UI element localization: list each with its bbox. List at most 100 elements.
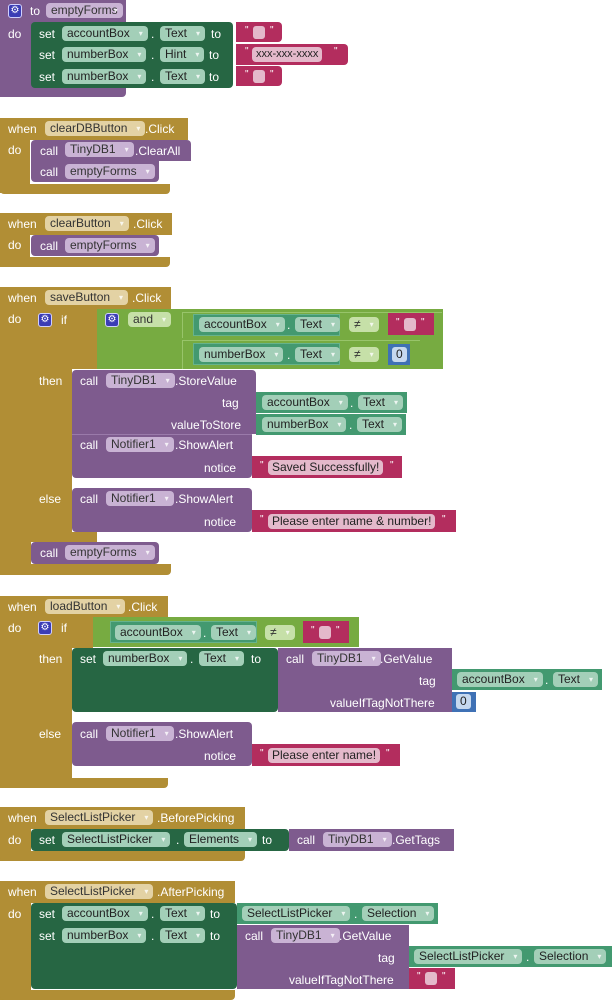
method-label: .GetTags bbox=[392, 833, 441, 847]
component-dropdown[interactable]: SelectListPicker bbox=[414, 949, 523, 964]
dot: . bbox=[545, 673, 549, 687]
property-dropdown[interactable]: Text bbox=[160, 928, 206, 943]
when-label: when bbox=[8, 122, 37, 136]
component-dropdown[interactable]: Notifier1 bbox=[106, 726, 174, 741]
component-dropdown[interactable]: accountBox bbox=[115, 625, 201, 640]
gear-icon[interactable]: ⚙ bbox=[38, 313, 52, 327]
to-label: to bbox=[262, 833, 273, 847]
tag-label: tag bbox=[419, 674, 436, 688]
component-dropdown[interactable]: accountBox bbox=[62, 906, 148, 921]
dot: . bbox=[350, 396, 354, 410]
call-label: call bbox=[286, 652, 305, 666]
do-label: do bbox=[8, 27, 22, 41]
gear-icon[interactable]: ⚙ bbox=[105, 313, 119, 327]
call-label: call bbox=[40, 546, 59, 560]
method-label: .ClearAll bbox=[135, 144, 181, 158]
property-dropdown[interactable]: Text bbox=[160, 26, 206, 41]
component-dropdown[interactable]: clearButton bbox=[45, 216, 129, 231]
dot: . bbox=[151, 70, 155, 84]
property-dropdown[interactable]: Hint bbox=[160, 47, 205, 62]
component-dropdown[interactable]: numberBox bbox=[62, 47, 147, 62]
event-label: .Click bbox=[128, 600, 158, 614]
procedure-dropdown[interactable]: emptyForms bbox=[65, 238, 155, 253]
method-label: .ShowAlert bbox=[175, 492, 234, 506]
property-dropdown[interactable]: Text bbox=[295, 347, 341, 362]
component-dropdown[interactable]: SelectListPicker bbox=[242, 906, 351, 921]
operator-dropdown[interactable]: ≠ bbox=[349, 347, 379, 362]
component-dropdown[interactable]: loadButton bbox=[45, 599, 126, 614]
property-dropdown[interactable]: Selection bbox=[362, 906, 435, 921]
set-label: set bbox=[39, 27, 56, 41]
component-dropdown[interactable]: TinyDB1 bbox=[323, 832, 392, 847]
component-dropdown[interactable]: SelectListPicker bbox=[45, 884, 154, 899]
property-dropdown[interactable]: Text bbox=[160, 69, 206, 84]
procedure-name-field[interactable]: emptyForms bbox=[46, 3, 123, 18]
gear-icon[interactable]: ⚙ bbox=[8, 4, 22, 18]
property-dropdown[interactable]: Text bbox=[357, 417, 403, 432]
text-value[interactable]: Saved Successfully! bbox=[268, 460, 384, 475]
component-dropdown[interactable]: Notifier1 bbox=[106, 491, 174, 506]
dot: . bbox=[151, 48, 155, 62]
text-value[interactable]: Please enter name! bbox=[268, 748, 381, 763]
component-dropdown[interactable]: TinyDB1 bbox=[65, 142, 134, 157]
property-dropdown[interactable]: Text bbox=[160, 906, 206, 921]
method-label: .GetValue bbox=[339, 929, 392, 943]
gear-icon[interactable]: ⚙ bbox=[38, 621, 52, 635]
event-label: .AfterPicking bbox=[157, 885, 225, 899]
operator-dropdown[interactable]: ≠ bbox=[265, 625, 295, 640]
when-label: when bbox=[8, 885, 37, 899]
component-dropdown[interactable]: accountBox bbox=[457, 672, 543, 687]
dot: . bbox=[354, 907, 358, 921]
component-dropdown[interactable]: numberBox bbox=[62, 69, 147, 84]
text-value-empty[interactable] bbox=[404, 318, 416, 331]
and-dropdown[interactable]: and bbox=[128, 312, 172, 327]
component-dropdown[interactable]: Notifier1 bbox=[106, 437, 174, 452]
component-dropdown[interactable]: numberBox bbox=[103, 651, 188, 666]
text-value[interactable]: Please enter name & number! bbox=[268, 514, 436, 529]
procedure-dropdown[interactable]: emptyForms bbox=[65, 164, 155, 179]
operator-dropdown[interactable]: ≠ bbox=[349, 317, 379, 332]
component-dropdown[interactable]: saveButton bbox=[45, 290, 129, 305]
component-dropdown[interactable]: accountBox bbox=[262, 395, 348, 410]
call-label: call bbox=[297, 833, 316, 847]
component-dropdown[interactable]: SelectListPicker bbox=[45, 810, 154, 825]
set-label: set bbox=[39, 70, 56, 84]
property-dropdown[interactable]: Text bbox=[553, 672, 599, 687]
text-value-empty[interactable] bbox=[319, 626, 331, 639]
event-label: .Click bbox=[133, 217, 163, 231]
value-if-tag-not-there-label: valueIfTagNotThere bbox=[330, 696, 435, 710]
do-label: do bbox=[8, 833, 22, 847]
number-value[interactable]: 0 bbox=[456, 694, 471, 709]
to-label: to bbox=[30, 4, 41, 18]
call-label: call bbox=[80, 492, 99, 506]
method-label: .StoreValue bbox=[175, 374, 237, 388]
component-dropdown[interactable]: accountBox bbox=[62, 26, 148, 41]
component-dropdown[interactable]: TinyDB1 bbox=[106, 373, 175, 388]
component-dropdown[interactable]: numberBox bbox=[62, 928, 147, 943]
text-value[interactable]: xxx-xxx-xxxx bbox=[252, 47, 323, 62]
component-dropdown[interactable]: TinyDB1 bbox=[312, 651, 381, 666]
set-label: set bbox=[39, 907, 56, 921]
number-value[interactable]: 0 bbox=[392, 347, 407, 362]
text-value-empty[interactable] bbox=[253, 26, 265, 39]
procedure-dropdown[interactable]: emptyForms bbox=[65, 545, 155, 560]
property-dropdown[interactable]: Text bbox=[211, 625, 257, 640]
property-dropdown[interactable]: Text bbox=[295, 317, 341, 332]
do-label: do bbox=[8, 621, 22, 635]
component-dropdown[interactable]: clearDBButton bbox=[45, 121, 146, 136]
component-dropdown[interactable]: accountBox bbox=[199, 317, 285, 332]
text-value-empty[interactable] bbox=[253, 70, 265, 83]
method-label: .ShowAlert bbox=[175, 438, 234, 452]
property-dropdown[interactable]: Selection bbox=[534, 949, 607, 964]
component-dropdown[interactable]: SelectListPicker bbox=[62, 832, 171, 847]
property-dropdown[interactable]: Text bbox=[199, 651, 245, 666]
to-label: to bbox=[209, 70, 220, 84]
component-dropdown[interactable]: TinyDB1 bbox=[271, 928, 340, 943]
dot: . bbox=[151, 27, 155, 41]
component-dropdown[interactable]: numberBox bbox=[199, 347, 284, 362]
property-dropdown[interactable]: Elements bbox=[184, 832, 258, 847]
component-dropdown[interactable]: numberBox bbox=[262, 417, 347, 432]
text-value-empty[interactable] bbox=[425, 972, 437, 985]
property-dropdown[interactable]: Text bbox=[358, 395, 404, 410]
when-label: when bbox=[8, 600, 37, 614]
